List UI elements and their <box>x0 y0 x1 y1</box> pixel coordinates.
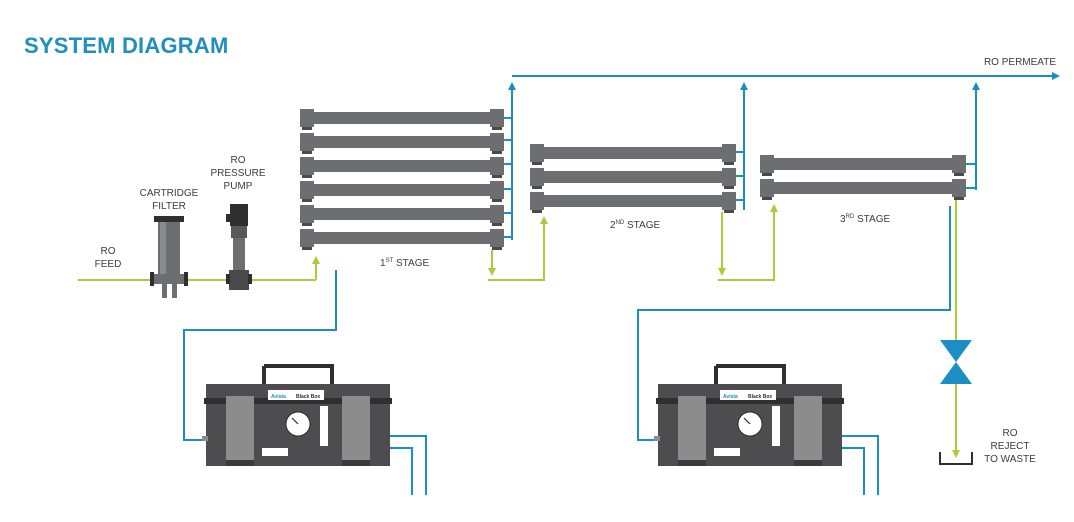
stage3-label: 3RD STAGE <box>840 214 890 225</box>
stage2-to-stage3-line <box>718 212 775 281</box>
membrane-vessel <box>300 229 504 250</box>
svg-text:FILTER: FILTER <box>152 201 186 212</box>
ro-pressure-pump <box>226 204 252 290</box>
ro-reject-label: RO REJECT TO WASTE <box>984 428 1036 465</box>
monitoring-unit-left: Avista Black Box <box>202 364 392 466</box>
stage2-label: 2ND STAGE <box>610 220 660 231</box>
svg-text:REJECT: REJECT <box>991 441 1030 452</box>
left-unit-outlet-1 <box>388 435 427 495</box>
cartridge-filter-label: CARTRIDGE FILTER <box>140 188 199 212</box>
ro-feed-label: RO FEED <box>95 246 122 270</box>
right-unit-sample-line <box>637 206 951 441</box>
membrane-vessel <box>300 157 504 178</box>
unit-model: Black Box <box>296 394 320 400</box>
page-title: SYSTEM DIAGRAM <box>24 33 229 58</box>
svg-text:TO WASTE: TO WASTE <box>984 454 1036 465</box>
svg-text:RO: RO <box>101 246 116 257</box>
cartridge-filter <box>150 216 188 298</box>
unit-model: Black Box <box>748 394 772 400</box>
membrane-vessel <box>760 155 966 176</box>
left-unit-outlet-2 <box>388 447 413 495</box>
svg-text:PUMP: PUMP <box>224 181 253 192</box>
stage1-label: 1ST STAGE <box>380 258 429 269</box>
membrane-vessel <box>530 168 736 189</box>
left-unit-sample-line <box>183 270 337 441</box>
membrane-vessel <box>300 205 504 226</box>
gauge-icon <box>737 411 763 437</box>
stage3-membranes <box>760 155 966 200</box>
membrane-vessel <box>300 109 504 130</box>
stage2-membranes <box>530 144 736 213</box>
right-unit-outlet-1 <box>840 435 879 495</box>
gauge-icon <box>285 411 311 437</box>
feed-lines <box>78 200 960 458</box>
right-unit-outlet-2 <box>840 447 865 495</box>
stage1-to-stage2-line <box>488 222 545 281</box>
ro-permeate-label: RO PERMEATE <box>984 57 1056 68</box>
stage1-membranes <box>300 109 504 250</box>
unit-brand: Avista <box>723 394 738 400</box>
membrane-vessel <box>760 179 966 200</box>
svg-text:RO: RO <box>1003 428 1018 439</box>
svg-text:PRESSURE: PRESSURE <box>210 168 265 179</box>
waste-drain <box>939 452 973 465</box>
svg-text:FEED: FEED <box>95 259 122 270</box>
valve-icon <box>940 340 972 384</box>
monitoring-unit-right: Avista Black Box <box>654 364 844 466</box>
membrane-vessel <box>300 181 504 202</box>
membrane-vessel <box>530 192 736 213</box>
svg-text:RO: RO <box>231 155 246 166</box>
svg-text:CARTRIDGE: CARTRIDGE <box>140 188 199 199</box>
unit-brand: Avista <box>271 394 286 400</box>
membrane-vessel <box>300 133 504 154</box>
membrane-vessel <box>530 144 736 165</box>
ro-pressure-pump-label: RO PRESSURE PUMP <box>210 155 265 192</box>
